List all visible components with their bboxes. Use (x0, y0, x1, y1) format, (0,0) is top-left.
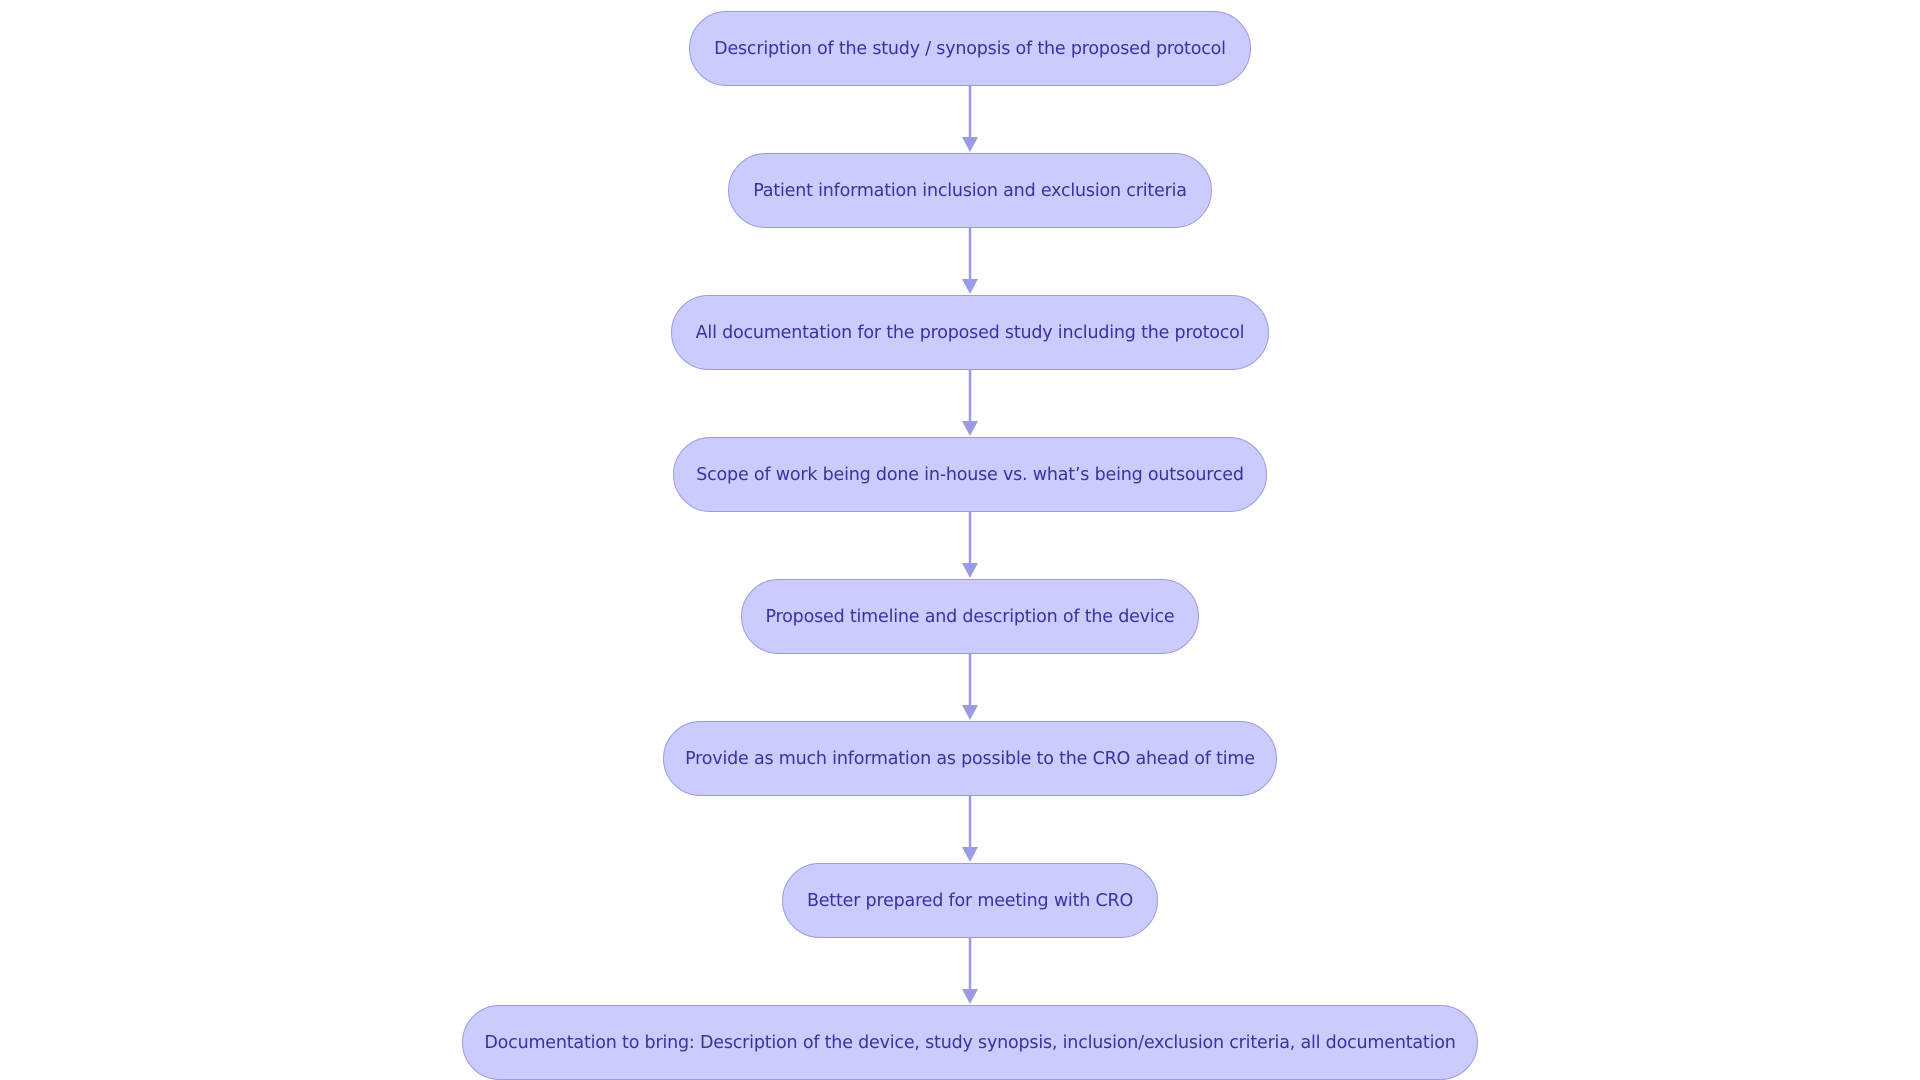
edge-n3-n4 (962, 370, 978, 436)
flow-node-study-description: Description of the study / synopsis of t… (689, 11, 1251, 86)
edge-n7-n8 (962, 938, 978, 1004)
flow-node-timeline-device: Proposed timeline and description of the… (741, 579, 1199, 654)
flow-node-documentation-to-bring: Documentation to bring: Description of t… (462, 1005, 1478, 1080)
flow-node-scope-of-work: Scope of work being done in-house vs. wh… (673, 437, 1267, 512)
flow-node-better-prepared: Better prepared for meeting with CRO (782, 863, 1158, 938)
edge-n4-n5 (962, 512, 978, 578)
edge-n6-n7 (962, 796, 978, 862)
edge-n1-n2 (962, 86, 978, 152)
edge-n5-n6 (962, 654, 978, 720)
flow-node-patient-criteria: Patient information inclusion and exclus… (728, 153, 1212, 228)
flow-node-provide-information: Provide as much information as possible … (663, 721, 1277, 796)
edge-n2-n3 (962, 228, 978, 294)
flow-node-all-documentation: All documentation for the proposed study… (671, 295, 1269, 370)
